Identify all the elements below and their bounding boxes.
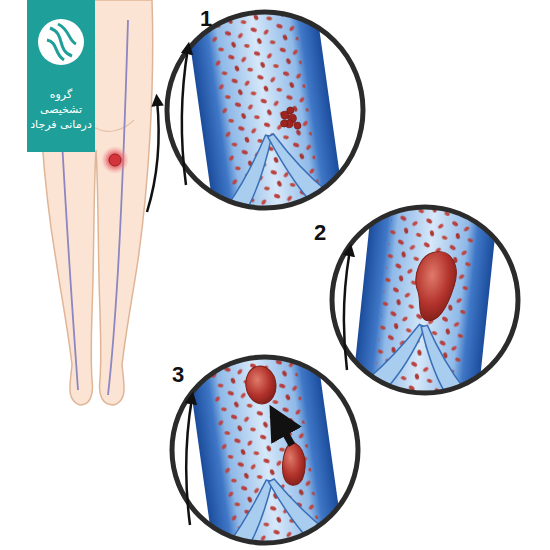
- callout-number: 3: [172, 364, 184, 386]
- flow-arrow: [147, 100, 159, 212]
- legs-figure: [38, 0, 153, 405]
- callout-number: 2: [314, 222, 326, 244]
- logo-box: گروه تشخیصی درمانی فرجاد: [27, 0, 95, 152]
- vein-view-2: [332, 184, 518, 426]
- callout-number: 1: [200, 8, 212, 30]
- logo-text: گروه تشخیصی درمانی فرجاد: [30, 88, 92, 133]
- logo-panel: [27, 0, 95, 152]
- vein-view-3: [172, 332, 358, 550]
- vein-view-1: [167, 0, 363, 248]
